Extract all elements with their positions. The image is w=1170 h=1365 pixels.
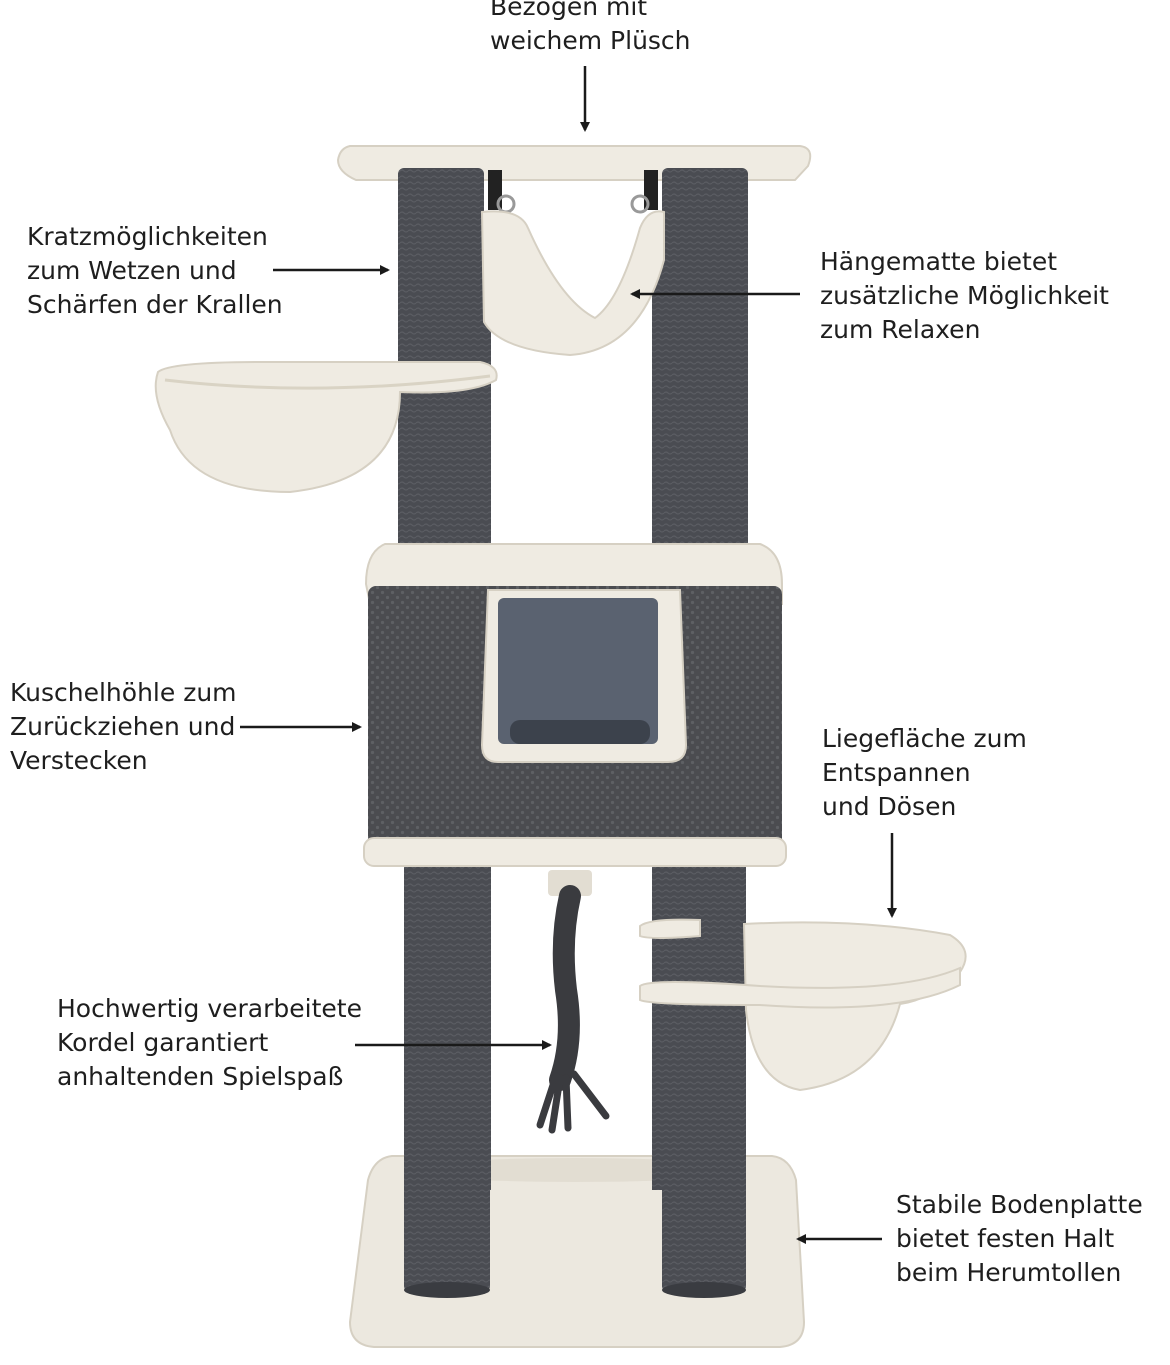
- lower-post-right: [662, 862, 746, 1292]
- callout-rope: Hochwertig verarbeitete Kordel garantier…: [57, 992, 362, 1094]
- callout-top-line-1: Bezogen mit: [490, 0, 648, 21]
- callout-scratch-line-3: Schärfen der Krallen: [27, 290, 283, 319]
- callout-cave: Kuschelhöhle zum Zurückziehen und Verste…: [10, 676, 237, 778]
- callout-top-line-2: weichem Plüsch: [490, 26, 691, 55]
- callout-hammock-line-3: zum Relaxen: [820, 315, 981, 344]
- callout-lounge-line-2: Entspannen: [822, 758, 971, 787]
- callout-base: Stabile Bodenplatte bietet festen Halt b…: [896, 1188, 1143, 1290]
- upper-post-right: [662, 168, 748, 580]
- callout-lounge: Liegefläche zum Entspannen und Dösen: [822, 722, 1027, 824]
- hammock: [480, 210, 665, 357]
- callout-base-line-1: Stabile Bodenplatte: [896, 1190, 1143, 1219]
- callout-scratch-line-2: zum Wetzen und: [27, 256, 237, 285]
- callout-hammock: Hängematte bietet zusätzliche Möglichkei…: [820, 245, 1109, 347]
- callout-hammock-line-1: Hängematte bietet: [820, 247, 1057, 276]
- callout-cave-line-1: Kuschelhöhle zum: [10, 678, 237, 707]
- callout-rope-line-3: anhaltenden Spielspaß: [57, 1062, 344, 1091]
- callout-scratch-line-1: Kratzmöglichkeiten: [27, 222, 268, 251]
- lower-post-left: [404, 862, 490, 1292]
- callout-rope-line-2: Kordel garantiert: [57, 1028, 269, 1057]
- callout-lounge-line-3: und Dösen: [822, 792, 957, 821]
- rope: [549, 885, 581, 1091]
- callout-base-line-3: beim Herumtollen: [896, 1258, 1122, 1287]
- callout-hammock-line-2: zusätzliche Möglichkeit: [820, 281, 1109, 310]
- callout-cave-line-3: Verstecken: [10, 746, 148, 775]
- callout-top: Bezogen mit weichem Plüsch: [490, 0, 691, 58]
- callout-lounge-line-1: Liegefläche zum: [822, 724, 1027, 753]
- callout-rope-line-1: Hochwertig verarbeitete: [57, 994, 362, 1023]
- callout-base-line-2: bietet festen Halt: [896, 1224, 1115, 1253]
- upper-left-bowl: [154, 361, 498, 494]
- callout-scratch: Kratzmöglichkeiten zum Wetzen und Schärf…: [27, 220, 283, 322]
- callout-cave-line-2: Zurückziehen und: [10, 712, 236, 741]
